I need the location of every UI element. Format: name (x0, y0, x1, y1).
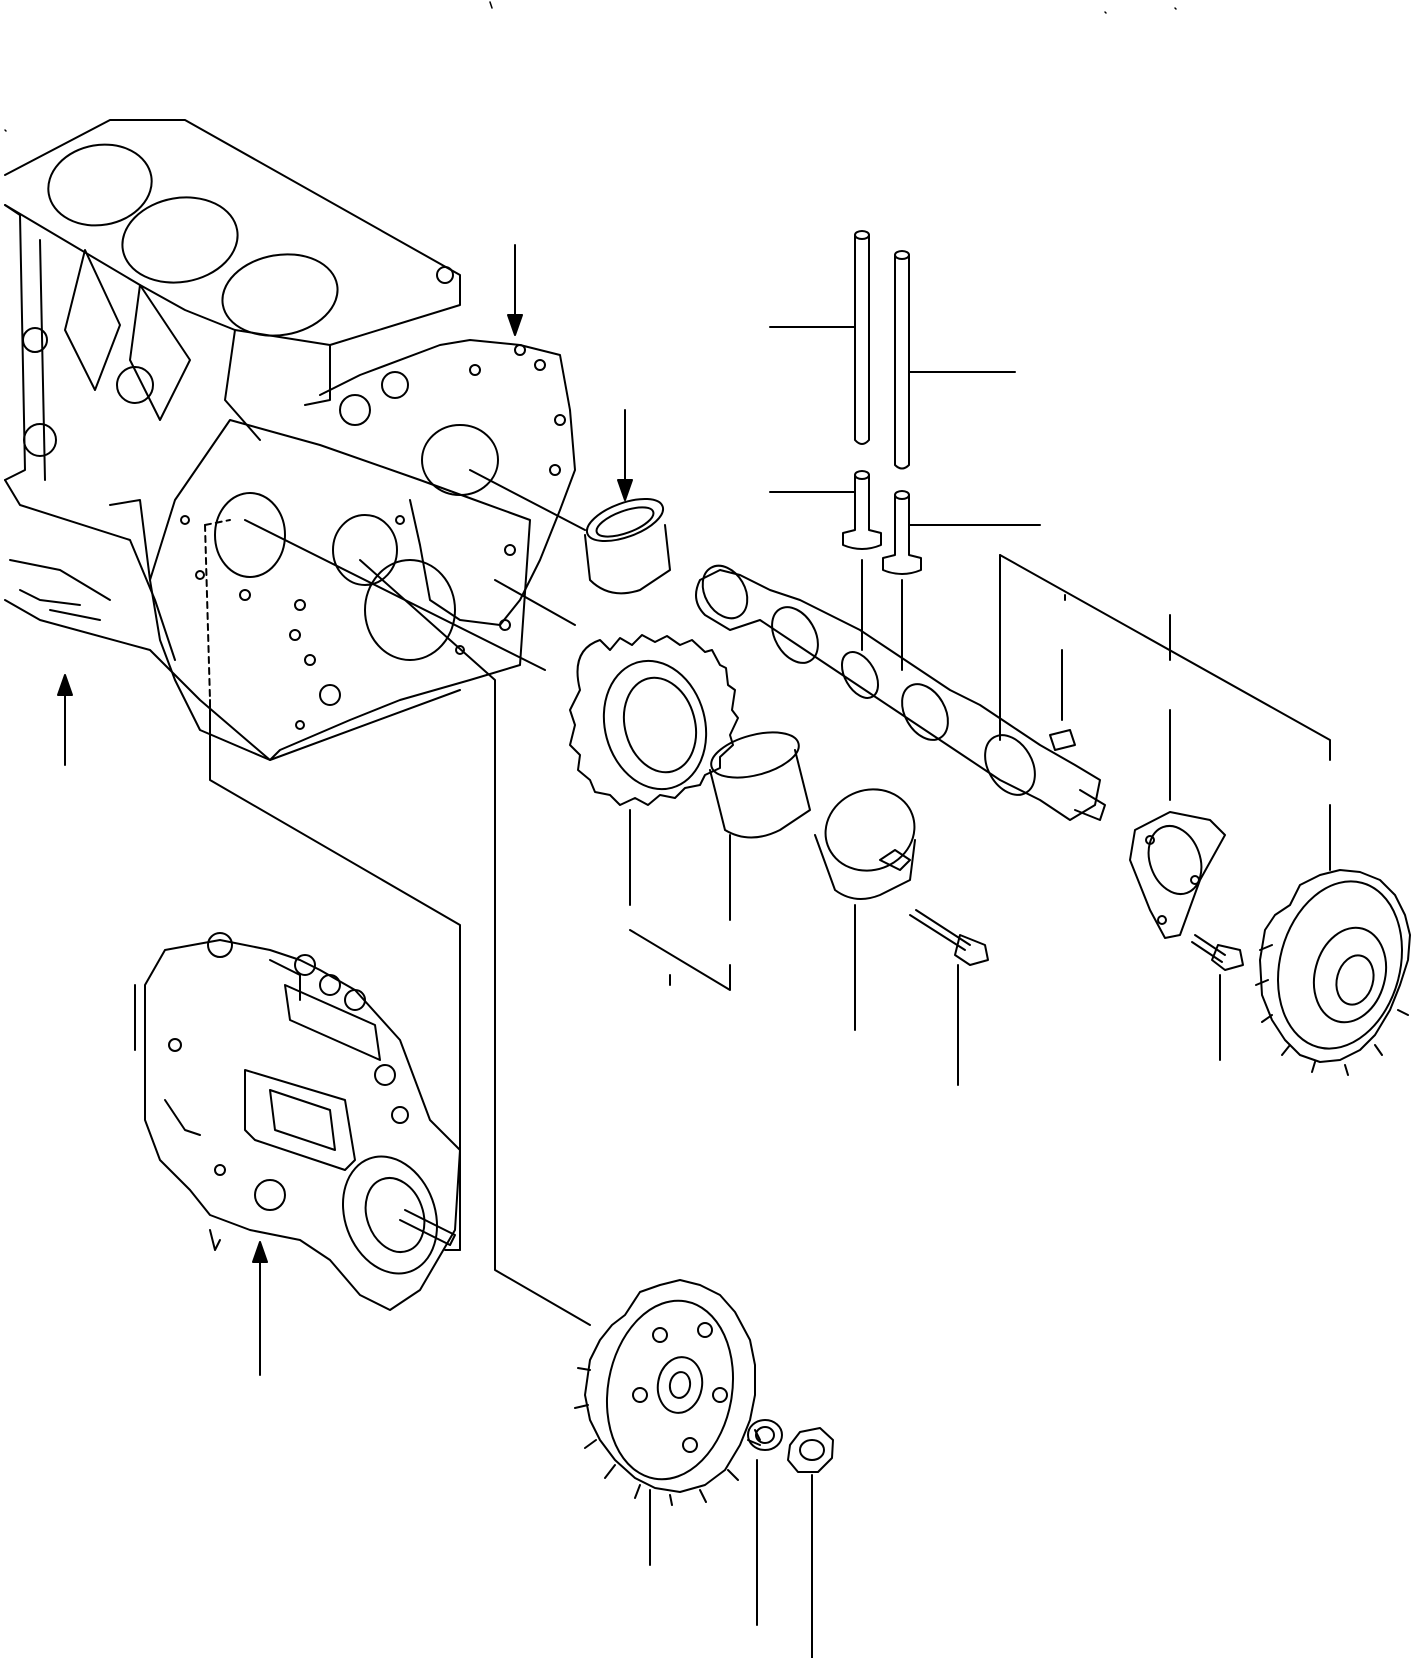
thrust-plate (1129, 709, 1226, 939)
idler-gear (569, 634, 739, 991)
arrow-block-top (507, 244, 523, 336)
camshaft-gear (1255, 869, 1411, 1076)
push-rod (769, 230, 1016, 470)
arrow-block-bottom (57, 674, 73, 766)
leader-lines (999, 554, 1331, 871)
camshaft (695, 564, 1106, 821)
cylinder-block (4, 119, 576, 761)
lock-washer (747, 1419, 783, 1626)
bolt (1191, 934, 1244, 1061)
leader-lines (209, 519, 591, 1326)
tappet (769, 470, 1041, 671)
pump-drive-gear (574, 1279, 761, 1566)
gasket (319, 339, 576, 626)
front-plate (149, 419, 531, 761)
idler-shaft (814, 788, 916, 1031)
bolt (909, 909, 989, 1086)
idler-shaft (709, 731, 811, 921)
injection-pump (134, 932, 461, 1376)
nut (787, 1427, 834, 1659)
key (1049, 649, 1076, 751)
scan-specks (4, 1, 1177, 132)
bushing (469, 409, 671, 595)
